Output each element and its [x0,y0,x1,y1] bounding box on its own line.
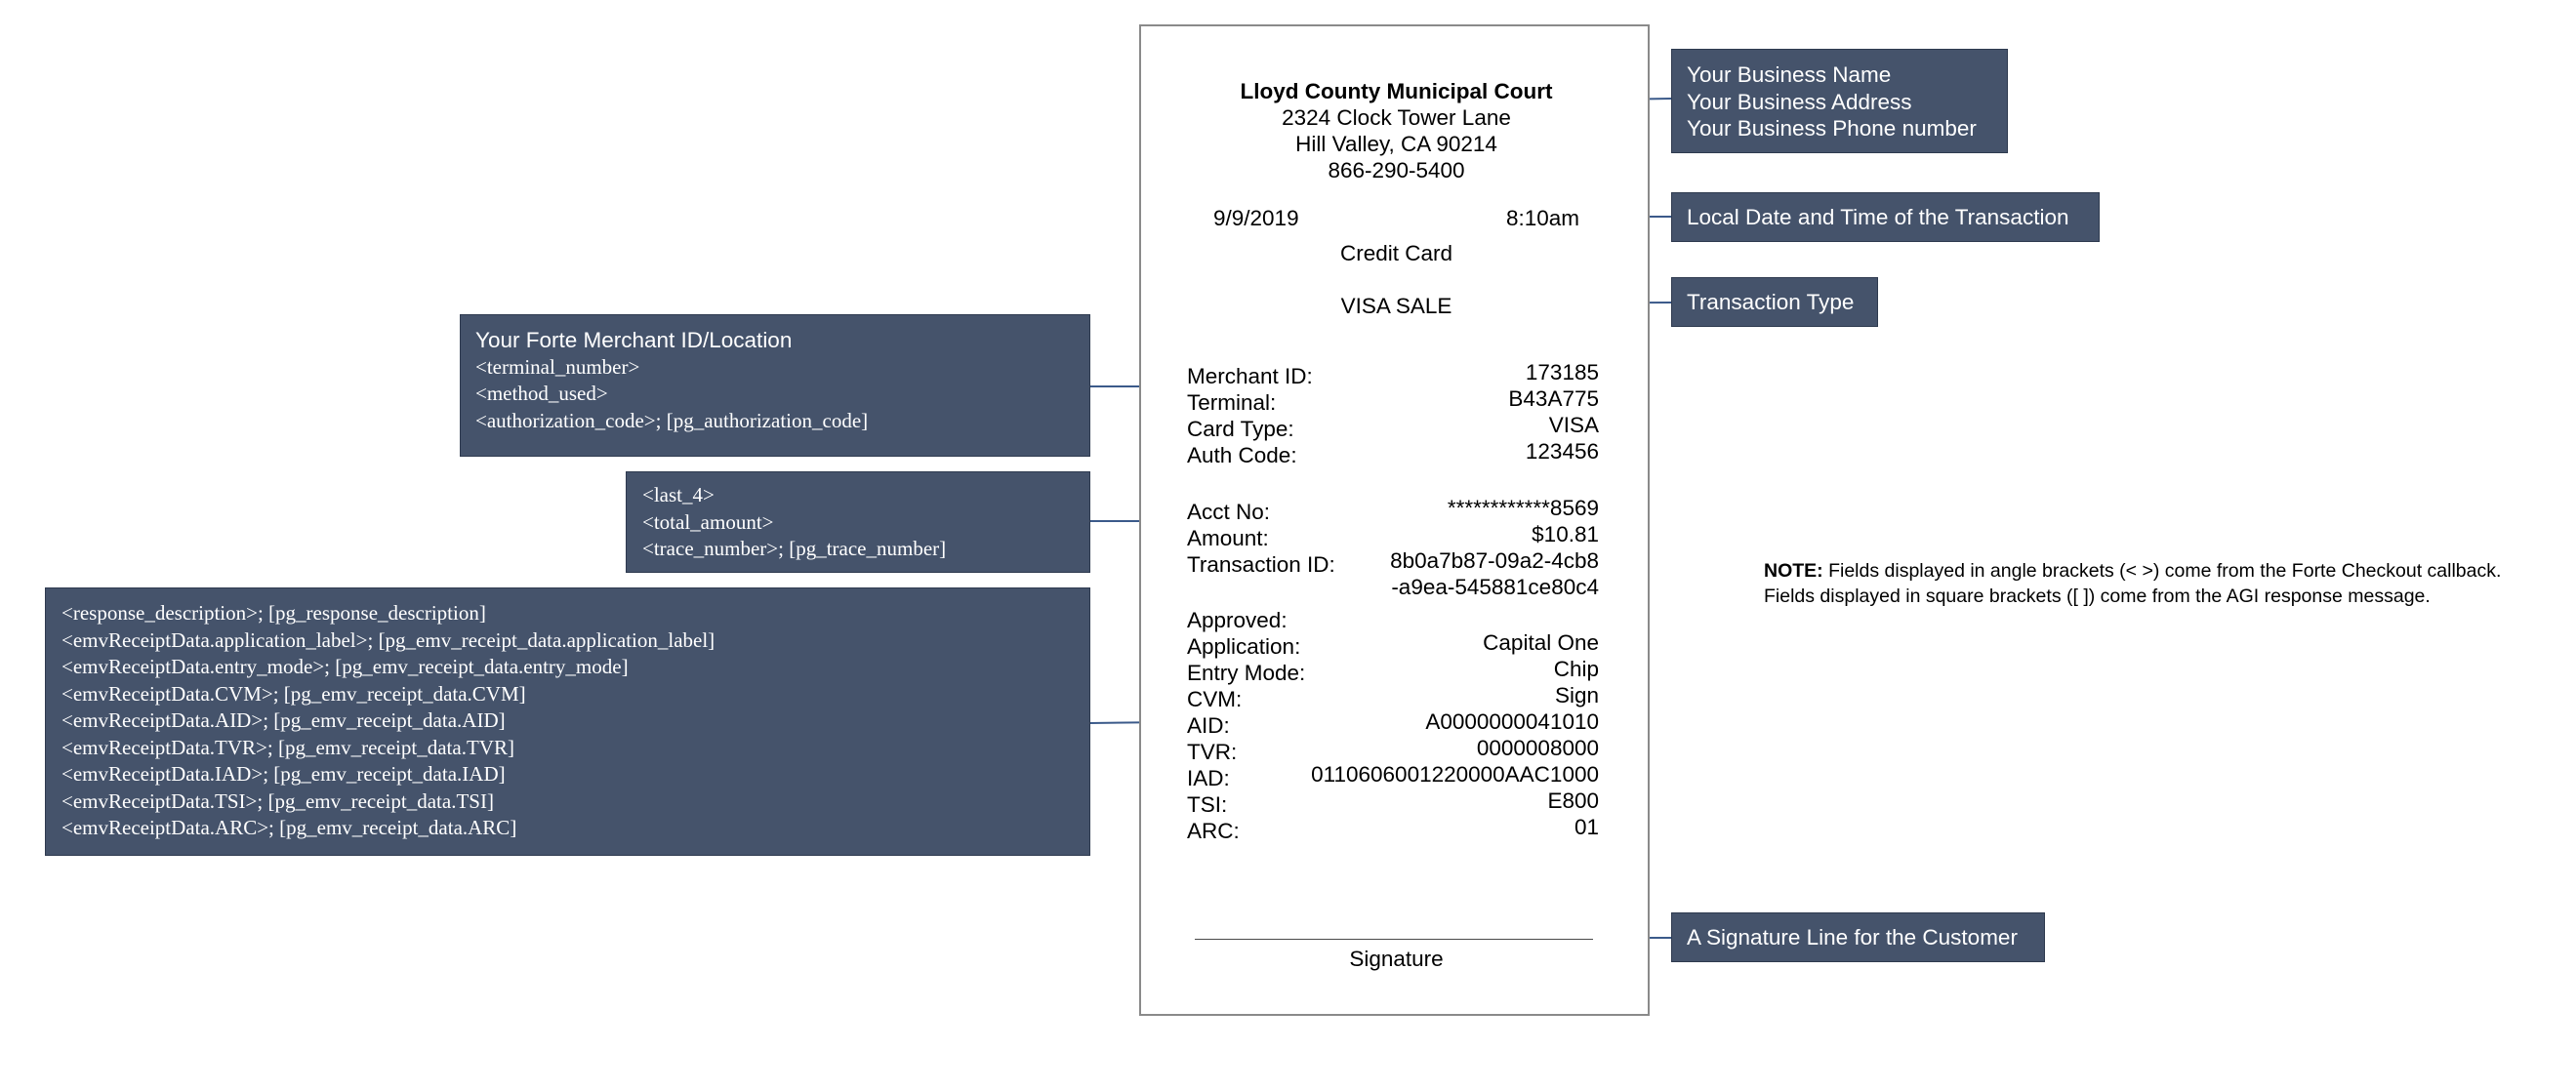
arc-value: 01 [1574,815,1599,839]
callout-date-time-text: Local Date and Time of the Transaction [1687,205,2069,229]
cvm-label: CVM: [1187,687,1243,711]
acct-no-value: ************8569 [1447,496,1599,520]
callout-terminal-number: <terminal_number> [475,354,640,379]
callout-last-4: <last_4> [642,483,715,506]
tvr-label: TVR: [1187,740,1238,764]
amount-value: $10.81 [1532,522,1599,546]
callout-signature-line: A Signature Line for the Customer [1671,912,2045,962]
transaction-id-value: 8b0a7b87-09a2-4cb8 [1390,548,1599,573]
transaction-type: VISA SALE [1340,294,1452,318]
callout-emv-info: <response_description>; [pg_response_des… [45,587,1090,856]
note-text-line2: Fields displayed in square brackets ([ ]… [1764,585,2431,607]
note: NOTE: Fields displayed in angle brackets… [1764,559,2501,609]
transaction-date: 9/9/2019 [1213,206,1299,230]
business-phone: 866-290-5400 [1328,158,1465,182]
entry-mode-label: Entry Mode: [1187,661,1306,685]
note-text-line1: Fields displayed in angle brackets (< >)… [1822,560,2502,582]
callout-business-phone: Your Business Phone number [1687,116,1977,141]
application-label: Application: [1187,634,1301,659]
callout-trace-number: <trace_number>; [pg_trace_number] [642,537,947,560]
callout-total-amount: <total_amount> [642,509,774,534]
business-address-line2: Hill Valley, CA 90214 [1295,132,1497,156]
callout-emv-line: <emvReceiptData.TSI>; [pg_emv_receipt_da… [61,788,494,813]
card-type-value: VISA [1548,413,1599,437]
terminal-label: Terminal: [1187,390,1277,415]
callout-merchant-title: Your Forte Merchant ID/Location [475,328,793,352]
entry-mode-value: Chip [1553,657,1599,681]
merchant-id-value: 173185 [1525,360,1599,384]
callout-emv-line: <emvReceiptData.TVR>; [pg_emv_receipt_da… [61,735,514,759]
callout-business-address: Your Business Address [1687,89,1912,114]
acct-no-label: Acct No: [1187,500,1271,524]
transaction-time: 8:10am [1505,206,1579,230]
callout-transaction-type: Transaction Type [1671,277,1878,327]
auth-code-label: Auth Code: [1187,443,1297,467]
transaction-id-value-line2: -a9ea-545881ce80c4 [1391,575,1599,599]
signature-label: Signature [1349,947,1444,971]
business-address-line1: 2324 Clock Tower Lane [1282,105,1511,130]
amount-label: Amount: [1187,526,1269,550]
callout-transaction-type-text: Transaction Type [1687,290,1855,314]
callout-date-time: Local Date and Time of the Transaction [1671,192,2100,242]
note-line1: NOTE: Fields displayed in angle brackets… [1764,559,2501,585]
callout-emv-line: <emvReceiptData.ARC>; [pg_emv_receipt_da… [61,816,517,839]
callout-emv-line: <emvReceiptData.entry_mode>; [pg_emv_rec… [61,655,629,678]
iad-label: IAD: [1187,766,1230,790]
callout-authorization-code: <authorization_code>; [pg_authorization_… [475,408,869,432]
terminal-value: B43A775 [1508,386,1599,411]
merchant-id-label: Merchant ID: [1187,364,1313,388]
aid-label: AID: [1187,713,1230,738]
callout-amount-info: <last_4> <total_amount> <trace_number>; … [626,471,1090,573]
callout-emv-line: <emvReceiptData.application_label>; [pg_… [61,627,716,652]
callout-business-name: Your Business Name [1687,62,1892,87]
callout-emv-line: <emvReceiptData.CVM>; [pg_emv_receipt_da… [61,681,526,706]
tsi-label: TSI: [1187,792,1228,817]
card-type-label: Card Type: [1187,417,1294,441]
business-name: Lloyd County Municipal Court [1240,79,1553,103]
iad-value: 0110606001220000AAC1000 [1311,762,1599,787]
signature-line [1195,939,1593,940]
callout-emv-line: <emvReceiptData.AID>; [pg_emv_receipt_da… [61,708,506,732]
tvr-value: 0000008000 [1476,736,1599,760]
arc-label: ARC: [1187,819,1240,843]
callout-emv-line: <emvReceiptData.IAD>; [pg_emv_receipt_da… [61,762,506,786]
callout-business-info: Your Business Name Your Business Address… [1671,49,2008,153]
transaction-id-label: Transaction ID: [1187,552,1335,577]
tsi-value: E800 [1547,788,1599,813]
receipt: Lloyd County Municipal Court 2324 Clock … [1139,24,1650,1016]
callout-merchant-info: Your Forte Merchant ID/Location <termina… [460,314,1090,457]
cvm-value: Sign [1554,683,1599,707]
payment-method: Credit Card [1339,241,1453,265]
callout-signature-text: A Signature Line for the Customer [1687,925,2018,950]
auth-code-value: 123456 [1525,439,1599,464]
callout-method-used: <method_used> [475,382,608,405]
approved-label: Approved: [1187,608,1288,632]
callout-emv-line: <response_description>; [pg_response_des… [61,601,486,625]
application-value: Capital One [1483,630,1599,655]
note-label: NOTE: [1764,560,1823,582]
aid-value: A0000000041010 [1425,709,1599,734]
